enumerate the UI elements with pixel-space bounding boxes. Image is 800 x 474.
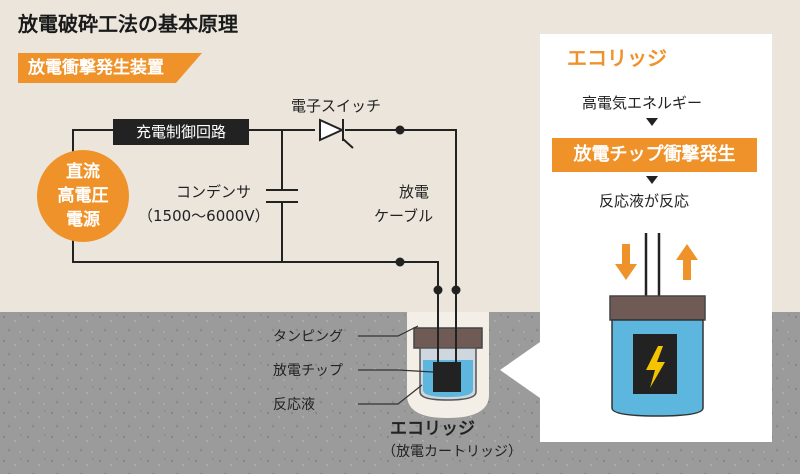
cartridge [413,325,483,401]
flow-step-2: 放電チップ衝撃発生 [552,138,757,172]
leader-lines [358,325,434,405]
capacitor-voltage: （1500〜6000V） [138,207,270,225]
power-source-line: 電源 [66,210,100,230]
discharge-chip-label: 放電チップ [273,363,343,379]
flow-step-3: 反応液が反応 [599,192,690,210]
cable-label: ケーブル [374,207,434,225]
cable-label: 放電 [399,183,430,201]
panel-title: エコリッジ [567,46,667,70]
capacitor-label: コンデンサ [176,183,252,201]
power-source-line: 直流 [66,162,100,182]
circuit-wires [72,129,457,325]
section-tag: 放電衝撃発生装置 [18,53,202,83]
switch-label: 電子スイッチ [291,97,382,115]
power-source: 直流 高電圧 電源 [37,150,129,242]
power-source-line: 高電圧 [57,186,109,206]
control-circuit: 充電制御回路 [113,119,249,145]
cartridge-subtitle: （放電カートリッジ） [382,444,522,460]
panel-pointer [500,342,540,398]
reaction-liquid-label: 反応液 [273,397,315,413]
cartridge-large [609,233,706,417]
junction-dots [395,125,461,295]
switch-symbol [315,118,354,149]
flow-arrows [646,118,658,184]
flow-step-1: 高電気エネルギー [582,94,703,112]
cartridge-name: エコリッジ [390,419,475,439]
motion-arrows [615,244,698,280]
page-title: 放電破砕工法の基本原理 [18,12,238,36]
tamping-label: タンピング [273,329,343,345]
